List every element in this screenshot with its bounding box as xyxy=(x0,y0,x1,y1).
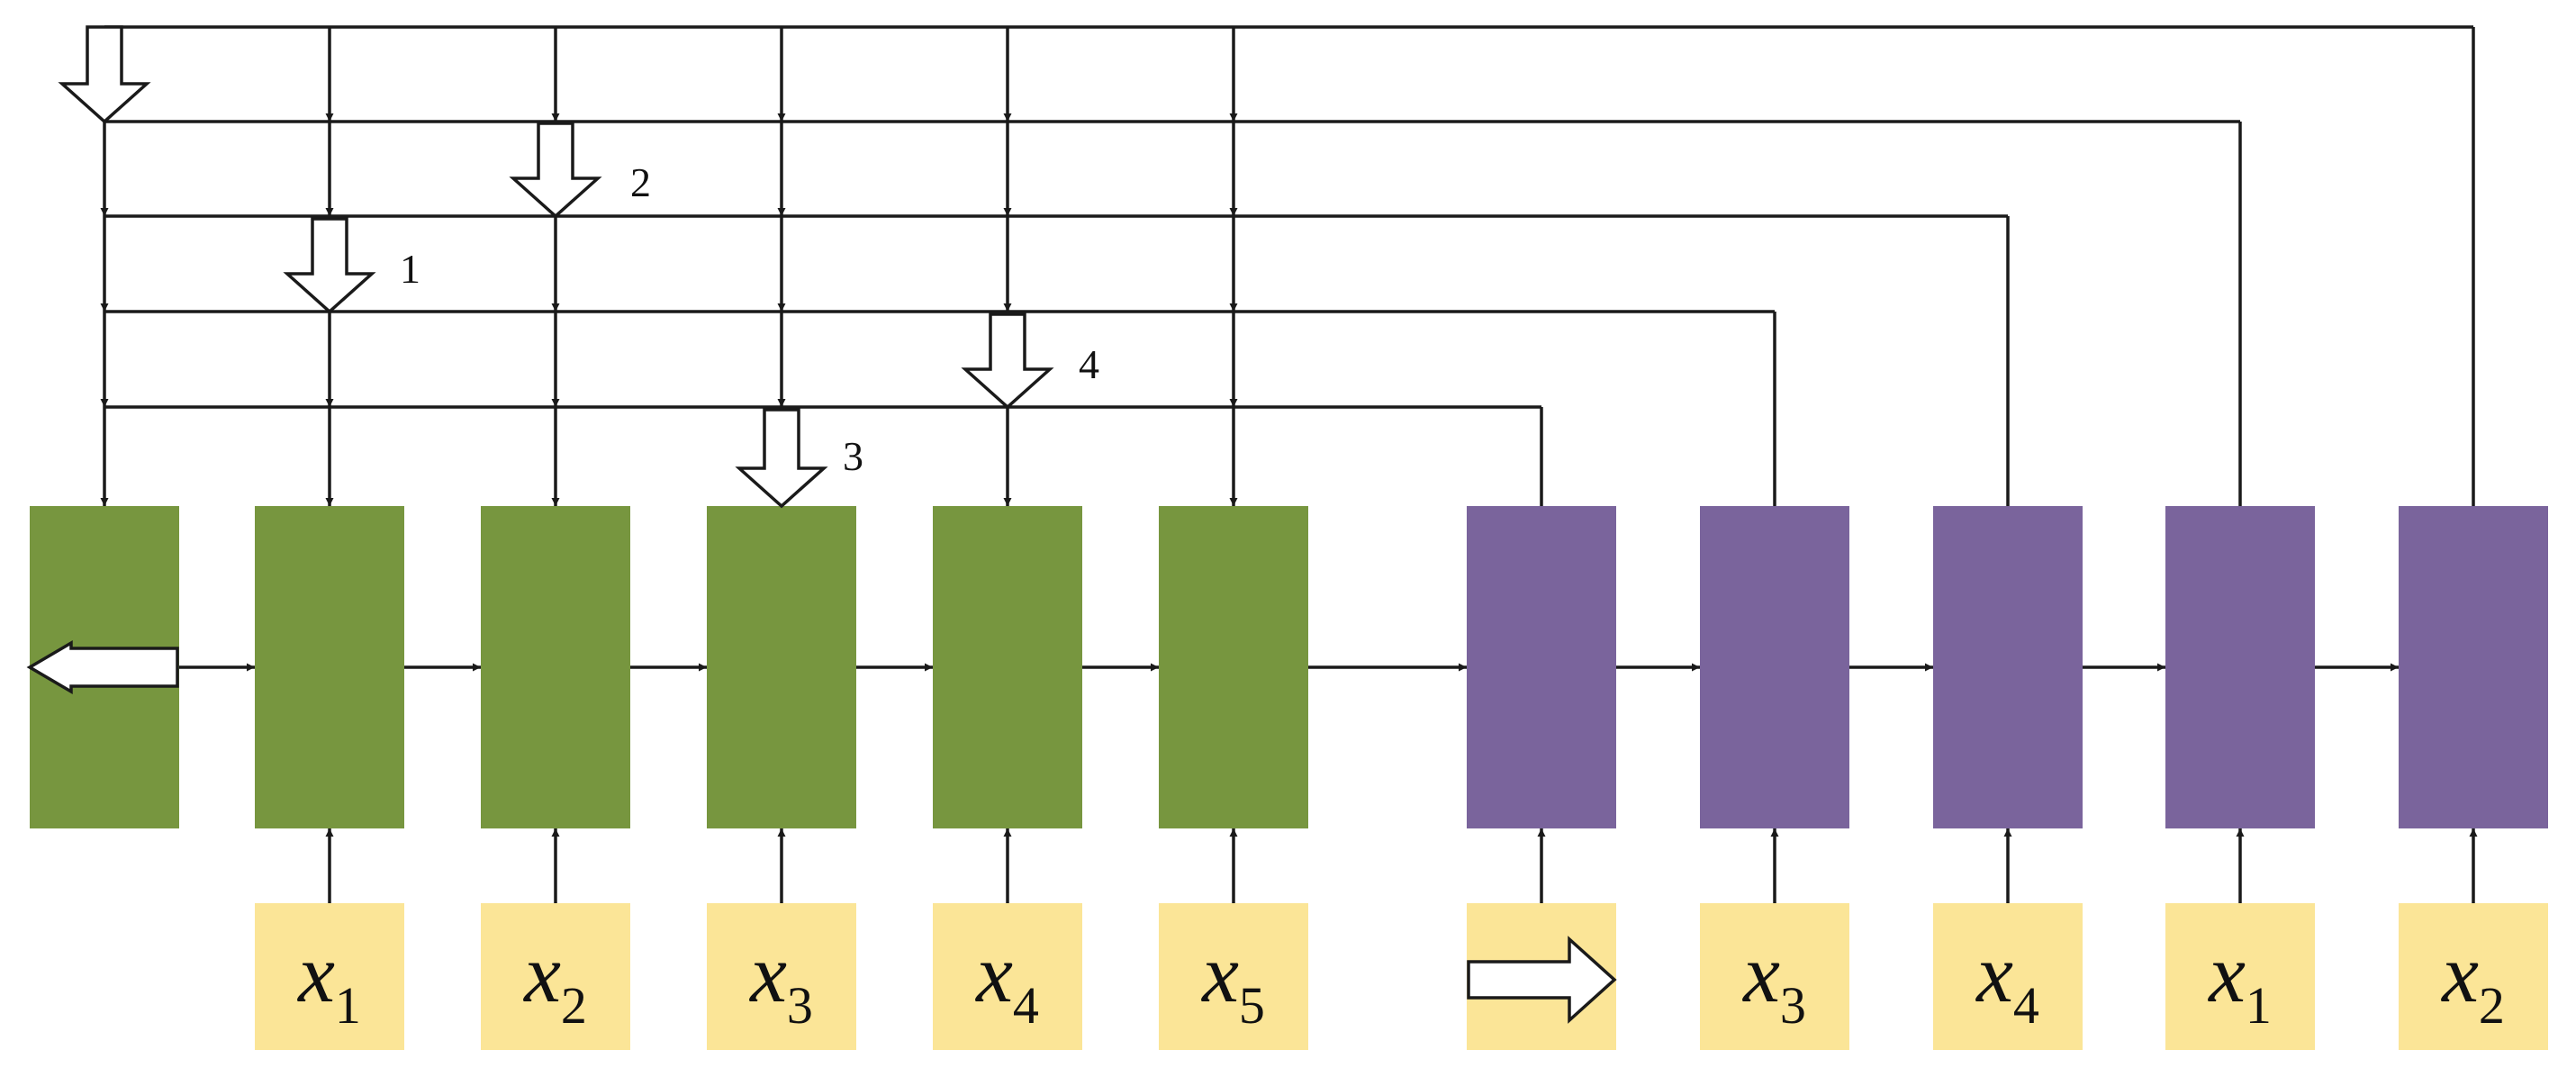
decoder-input-label-4: x2 xyxy=(2440,928,2505,1035)
hollow-down-arrow-icon-3 xyxy=(735,408,828,509)
encoder-input-box-3 xyxy=(707,903,856,1050)
hollow-arrows xyxy=(26,25,1617,1024)
input-labels: x1 x2 x3 x4 x5 x3 x4 x1 x2 xyxy=(296,928,2505,1035)
hollow-left-arrow-icon xyxy=(26,639,179,695)
encoder-input-box-5 xyxy=(1159,903,1308,1050)
input-boxes xyxy=(255,903,2548,1050)
decoder-block-1 xyxy=(1700,506,1849,828)
pointer-label-3: 3 xyxy=(843,433,863,479)
encoder-input-label-2: x2 xyxy=(522,928,587,1035)
decoder-input-box-3 xyxy=(2165,903,2315,1050)
decoder-blocks xyxy=(1467,506,2548,828)
encoder-input-label-5: x5 xyxy=(1200,928,1265,1035)
decoder-input-label-2: x4 xyxy=(1975,928,2039,1035)
decoder-input-label-1: x3 xyxy=(1741,928,1806,1035)
encoder-input-label-4: x4 xyxy=(974,928,1039,1035)
decoder-block-3 xyxy=(2165,506,2315,828)
encoder-input-label-1: x1 xyxy=(296,928,361,1035)
decoder-block-2 xyxy=(1933,506,2083,828)
hollow-down-arrow-icon-1 xyxy=(283,217,376,314)
encoder-block-2 xyxy=(481,506,630,828)
encoder-block-3 xyxy=(707,506,856,828)
pointer-label-4: 4 xyxy=(1079,341,1099,387)
pointer-labels: 1 2 3 4 xyxy=(400,159,1099,479)
decoder-input-box-1 xyxy=(1700,903,1849,1050)
encoder-input-box-4 xyxy=(933,903,1082,1050)
encoder-input-label-3: x3 xyxy=(748,928,813,1035)
hollow-down-arrow-icon-4 xyxy=(961,312,1054,410)
encoder-block-4 xyxy=(933,506,1082,828)
encoder-blocks xyxy=(30,506,1308,828)
encoder-block-1 xyxy=(255,506,404,828)
decoder-input-box-2 xyxy=(1933,903,2083,1050)
encoder-input-box-1 xyxy=(255,903,404,1050)
encoder-input-box-2 xyxy=(481,903,630,1050)
hollow-right-arrow-icon xyxy=(1467,936,1617,1024)
pointer-label-1: 1 xyxy=(400,246,420,292)
decoder-block-0 xyxy=(1467,506,1616,828)
decoder-input-box-4 xyxy=(2399,903,2548,1050)
hollow-down-arrow-icon-0 xyxy=(58,25,151,124)
decoder-input-label-3: x1 xyxy=(2207,928,2272,1035)
encoder-block-5 xyxy=(1159,506,1308,828)
decoder-block-4 xyxy=(2399,506,2548,828)
pointer-label-2: 2 xyxy=(630,159,651,205)
hollow-down-arrow-icon-2 xyxy=(509,122,602,219)
